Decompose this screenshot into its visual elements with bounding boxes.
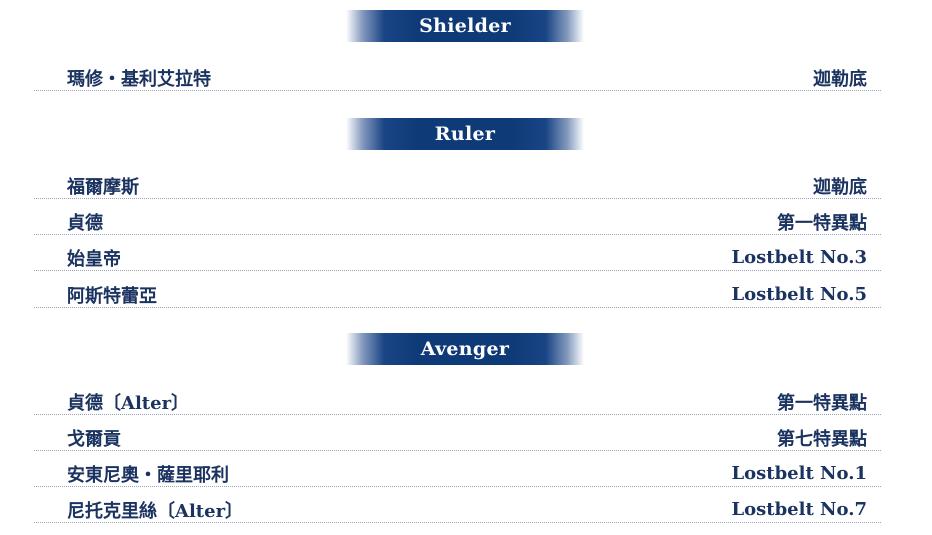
section-title: Shielder [419, 15, 511, 37]
list-item: 福爾摩斯 迦勒底 [34, 173, 881, 199]
list-item: 安東尼奧・薩里耶利 Lostbelt No.1 [34, 461, 881, 487]
servant-origin: 迦勒底 [813, 176, 867, 198]
section-title: Ruler [434, 123, 496, 145]
servant-name: 始皇帝 [67, 248, 121, 270]
servant-origin: 迦勒底 [813, 68, 867, 90]
servant-origin: 第一特異點 [777, 392, 867, 414]
servant-name: 福爾摩斯 [67, 176, 139, 198]
servant-name: 瑪修・基利艾拉特 [67, 68, 211, 90]
section-title: Avenger [420, 338, 510, 360]
servant-name: 尼托克里絲〔Alter〕 [67, 500, 244, 522]
list-item: 貞德 第一特異點 [34, 209, 881, 235]
servant-origin: Lostbelt No.7 [731, 499, 867, 520]
list-item: 尼托克里絲〔Alter〕 Lostbelt No.7 [34, 497, 881, 523]
servant-name: 貞德 [67, 212, 103, 234]
servant-origin: 第七特異點 [777, 428, 867, 450]
section-header-shielder: Shielder [346, 10, 584, 42]
servant-name: 戈爾貢 [67, 428, 121, 450]
list-item: 貞德〔Alter〕 第一特異點 [34, 389, 881, 415]
servant-origin: 第一特異點 [777, 212, 867, 234]
section-header-ruler: Ruler [346, 118, 584, 150]
list-item: 阿斯特蕾亞 Lostbelt No.5 [34, 282, 881, 308]
servant-origin: Lostbelt No.5 [731, 284, 867, 305]
list-item: 始皇帝 Lostbelt No.3 [34, 245, 881, 271]
servant-origin: Lostbelt No.1 [731, 463, 867, 484]
servant-name: 阿斯特蕾亞 [67, 285, 157, 307]
servant-name: 貞德〔Alter〕 [67, 392, 190, 414]
servant-name: 安東尼奧・薩里耶利 [67, 464, 229, 486]
servant-origin: Lostbelt No.3 [731, 247, 867, 268]
list-item: 戈爾貢 第七特異點 [34, 425, 881, 451]
list-item: 瑪修・基利艾拉特 迦勒底 [34, 65, 881, 91]
section-header-avenger: Avenger [346, 333, 584, 365]
